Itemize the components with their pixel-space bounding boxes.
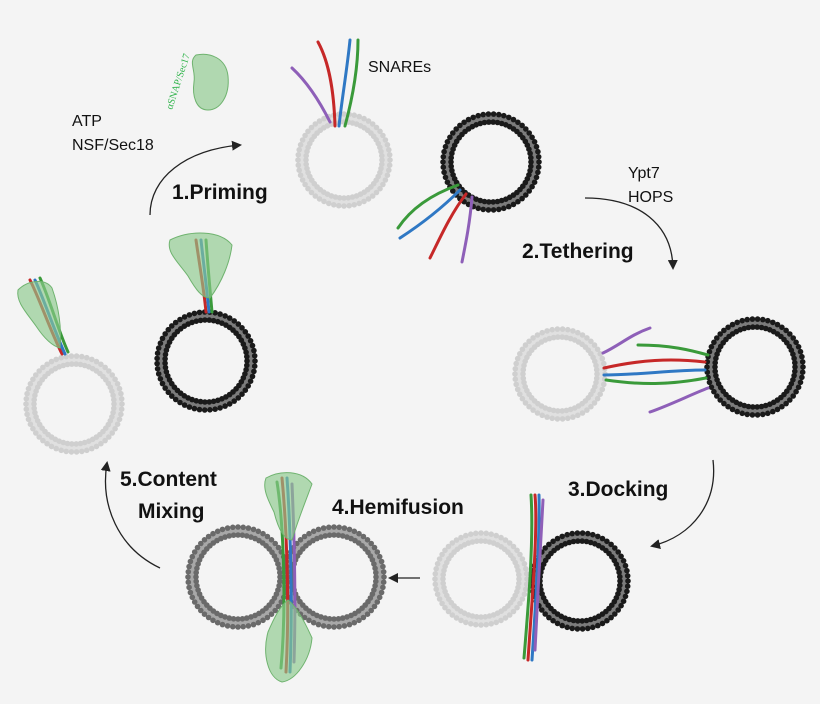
label-ypt7: Ypt7 [628, 165, 660, 182]
snare-blue [337, 38, 352, 128]
vesicle-complex-dark [154, 309, 258, 413]
snares-dark-vesicle [396, 183, 474, 264]
vesicle-priming-dark [440, 111, 542, 213]
snap-free [191, 53, 229, 111]
vesicle-docking-dark [529, 530, 631, 632]
snare-purple-2 [648, 386, 710, 414]
step-docking: 3.Docking [568, 478, 668, 501]
label-nsf: NSF/Sec18 [72, 137, 154, 154]
vesicle-priming-light [295, 111, 393, 209]
vesicles [23, 111, 806, 632]
snare-purple [290, 66, 332, 124]
vesicle-hemifusion-left [185, 524, 291, 630]
vesicle-tethering-dark [704, 316, 806, 418]
snare-green [396, 183, 460, 230]
snap-complex-light [17, 281, 61, 349]
step-tethering: 2.Tethering [522, 240, 634, 263]
snap-hemifusion-top [264, 472, 313, 541]
step-content-mixing-1: 5.Content [120, 468, 217, 491]
label-snap: αSNAP/Sec17 [164, 52, 192, 111]
cycle-arrows [100, 140, 715, 583]
snare-purple [601, 326, 652, 355]
snares-tethering [601, 326, 710, 414]
snare-red [428, 192, 468, 260]
label-snares: SNAREs [368, 59, 431, 76]
snare-green [343, 38, 360, 128]
vesicle-complex-light [23, 353, 125, 455]
vesicle-docking-light [432, 530, 530, 628]
vesicle-tethering-light [512, 326, 608, 422]
step-priming: 1.Priming [172, 181, 268, 204]
snap-hemifusion-bottom [265, 599, 313, 683]
snares-docking [522, 493, 545, 662]
snare-red [602, 358, 707, 370]
snares-unprimed [290, 38, 360, 128]
arrow-content-mixing [100, 461, 161, 569]
snare-purple [460, 195, 474, 264]
snap-complex-dark [168, 232, 233, 299]
arrow-docking [650, 459, 715, 549]
snare-green-2 [636, 343, 710, 357]
label-hops: HOPS [628, 189, 673, 206]
text-labels: ATP NSF/Sec18 αSNAP/Sec17 SNAREs Ypt7 HO… [72, 52, 673, 523]
arrow-priming [149, 140, 242, 216]
snare-blue [398, 188, 462, 240]
snare-green [604, 376, 708, 386]
label-atp: ATP [72, 113, 102, 130]
snare-blue [602, 368, 707, 377]
snap-sec17-shapes [17, 53, 313, 683]
vesicle-hemifusion-right [281, 524, 387, 630]
arrow-tethering [584, 197, 678, 270]
step-hemifusion: 4.Hemifusion [332, 496, 464, 519]
step-content-mixing-2: Mixing [138, 500, 205, 523]
snare-red [316, 40, 337, 128]
